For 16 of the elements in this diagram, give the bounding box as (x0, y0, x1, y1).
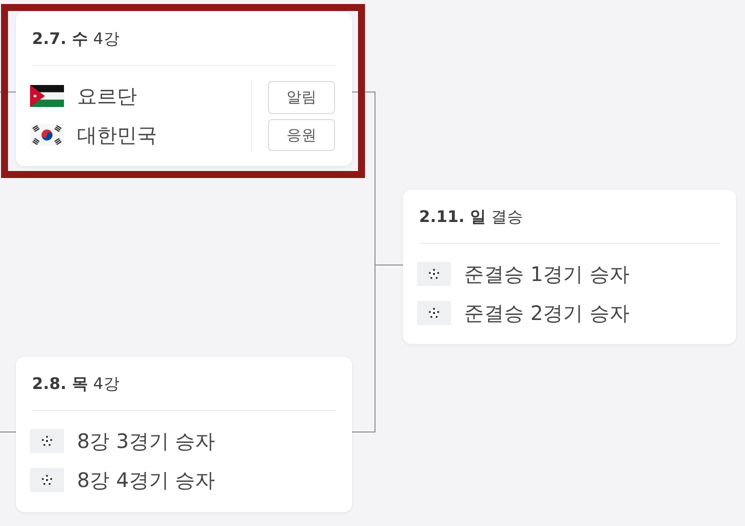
team-name: 8강 4경기 승자 (77, 467, 216, 494)
match-title: 2.11. 일 결승 (419, 206, 524, 228)
match-card (16, 12, 352, 166)
bracket-line (352, 264, 404, 432)
team-name: 요르단 (77, 83, 137, 110)
match-card (16, 357, 352, 512)
team-name: 대한민국 (77, 122, 157, 149)
cheer-button: 응원 (268, 119, 335, 151)
team-name: 8강 3경기 승자 (77, 428, 216, 455)
team-name: 준결승 1경기 승자 (464, 261, 630, 288)
highlight-frame (1, 4, 365, 178)
team-name: 준결승 2경기 승자 (464, 300, 630, 327)
match-card (403, 190, 736, 344)
match-title: 2.7. 수 4강 (32, 28, 120, 50)
match-title: 2.8. 목 4강 (32, 373, 120, 395)
alert-button: 알림 (268, 81, 335, 114)
